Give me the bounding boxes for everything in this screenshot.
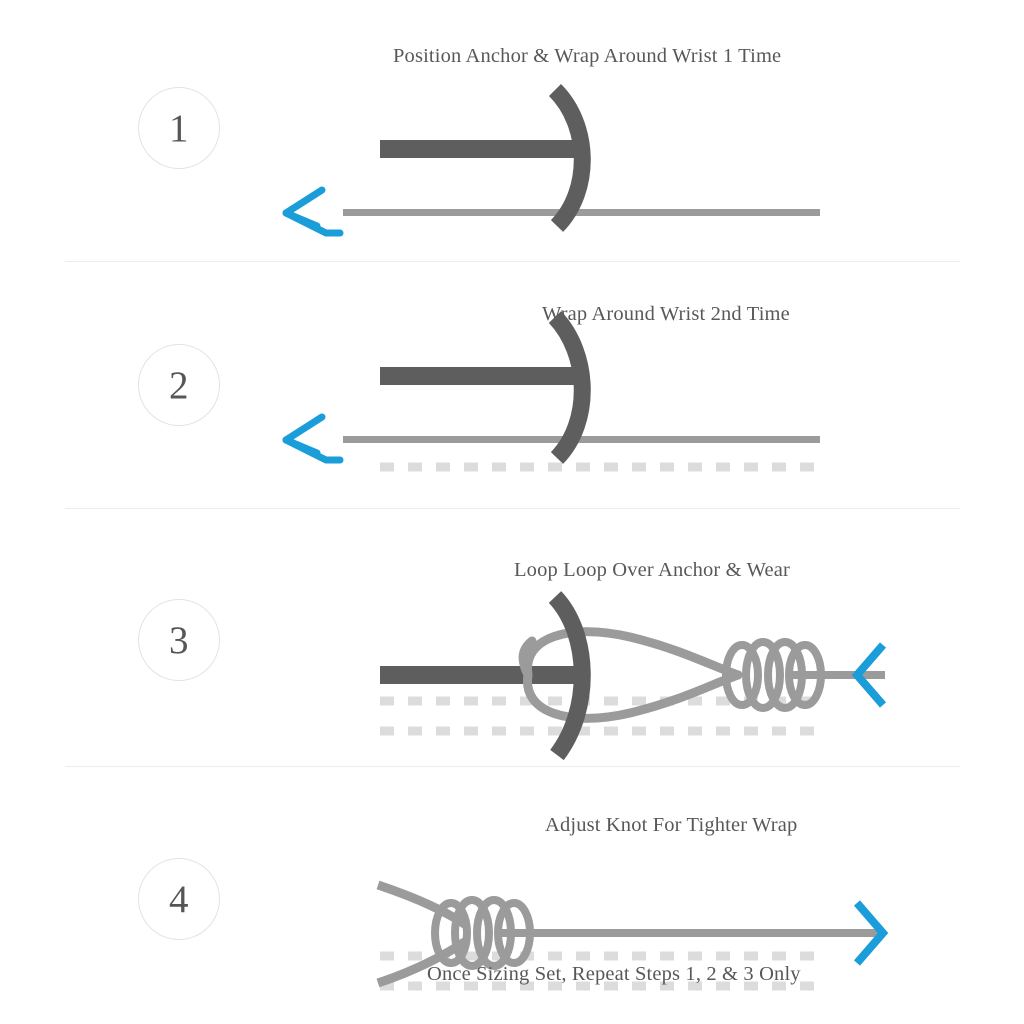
chevron-left-icon [851, 642, 887, 708]
chevron-right-icon [853, 900, 889, 966]
step-4-illustration [376, 880, 889, 991]
hand-drawn-left-arrow-icon [282, 413, 344, 464]
cord-loop-bight [518, 636, 537, 680]
knot [722, 638, 825, 712]
anchor-bow [548, 311, 591, 464]
anchor-bow [548, 591, 591, 761]
hand-drawn-left-arrow-icon [282, 186, 344, 237]
cord-loop-lower [523, 670, 743, 723]
cord-end-lower [376, 937, 469, 988]
step-2-number: 2 [169, 363, 189, 407]
cord-loop-upper [523, 627, 743, 680]
step-2-number-badge: 2 [138, 344, 220, 426]
step-1-number: 1 [169, 106, 189, 150]
step-1: Position Anchor & Wrap Around Wrist 1 Ti… [0, 0, 1024, 262]
section-divider-2 [65, 508, 960, 509]
step-3-heading: Loop Loop Over Anchor & Wear [514, 559, 791, 581]
step-4: Adjust Knot For Tighter Wrap 4 Once [0, 767, 1024, 1024]
step-1-number-badge: 1 [138, 87, 220, 169]
step-3: Loop Loop Over Anchor & Wear 3 [0, 509, 1024, 767]
section-divider-1 [65, 261, 960, 262]
anchor-shank [380, 367, 578, 385]
step-4-number: 4 [169, 877, 189, 921]
cord-tail-right [790, 671, 885, 679]
step-2-heading: Wrap Around Wrist 2nd Time [542, 303, 790, 325]
footnote: Once Sizing Set, Repeat Steps 1, 2 & 3 O… [427, 963, 801, 985]
step-4-heading: Adjust Knot For Tighter Wrap [545, 814, 798, 836]
cord-wrap-2 [343, 436, 820, 443]
anchor-shank [380, 140, 578, 158]
step-3-illustration [380, 591, 887, 761]
step-3-number-badge: 3 [138, 599, 220, 681]
step-2-illustration [282, 311, 820, 472]
section-divider-3 [65, 766, 960, 767]
cord-wrap-1 [343, 209, 820, 216]
cord-tail-right [498, 929, 885, 937]
anchor-bow [548, 83, 591, 232]
anchor-shank [380, 666, 578, 684]
step-2: Wrap Around Wrist 2nd Time 2 [0, 262, 1024, 509]
step-1-heading: Position Anchor & Wrap Around Wrist 1 Ti… [393, 45, 782, 67]
step-1-illustration [282, 83, 820, 237]
step-3-number: 3 [169, 618, 189, 662]
knot [431, 896, 534, 970]
cord-end-upper [376, 880, 469, 929]
step-4-number-badge: 4 [138, 858, 220, 940]
